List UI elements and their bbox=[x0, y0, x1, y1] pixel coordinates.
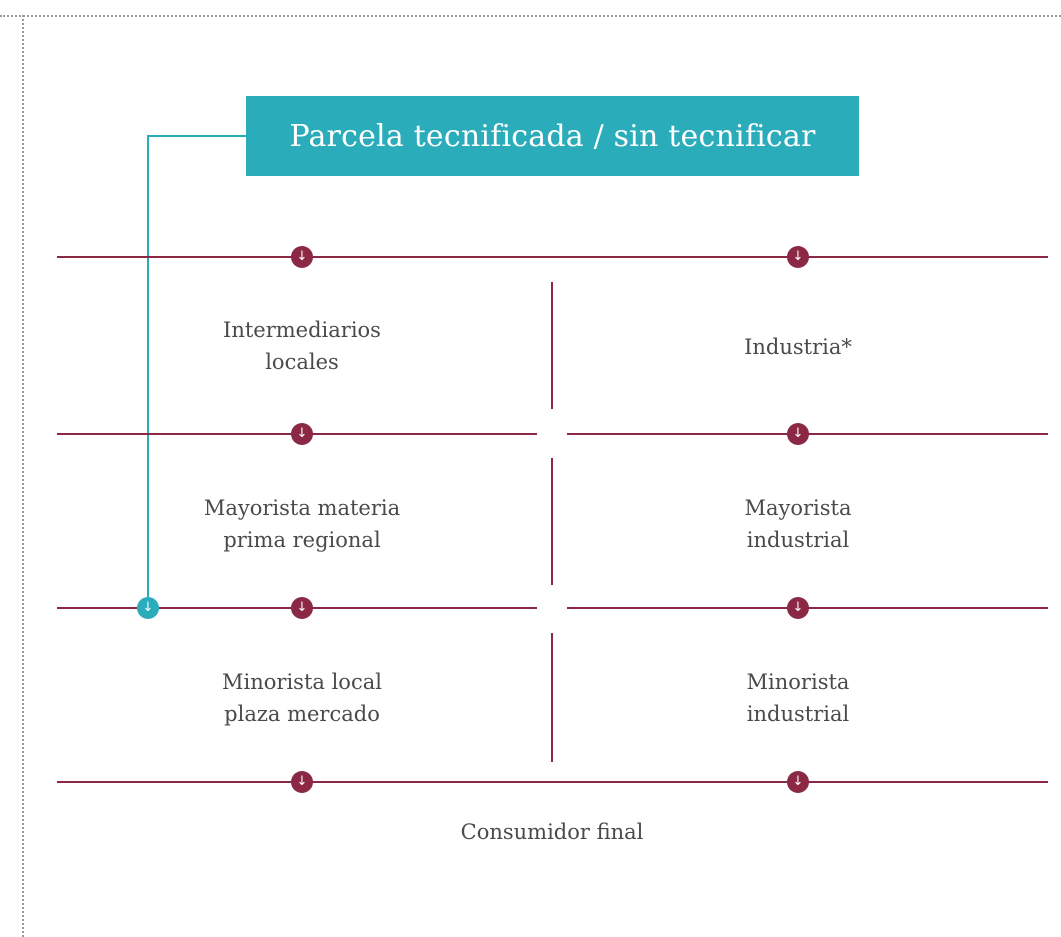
down-arrow-icon: ↓ bbox=[291, 423, 313, 445]
column-divider-2 bbox=[551, 458, 553, 585]
source-title-box: Parcela tecnificada / sin tecnificar bbox=[246, 96, 859, 176]
separator-line-1 bbox=[57, 256, 1048, 258]
down-arrow-icon: ↓ bbox=[291, 771, 313, 793]
source-title: Parcela tecnificada / sin tecnificar bbox=[289, 118, 816, 154]
node-industria: Industria* bbox=[744, 335, 852, 359]
column-divider-1 bbox=[551, 282, 553, 409]
frame-left-border bbox=[22, 15, 24, 937]
down-arrow-icon: ↓ bbox=[787, 423, 809, 445]
down-arrow-icon: ↓ bbox=[291, 597, 313, 619]
frame-top-border bbox=[0, 15, 1061, 17]
column-divider-3 bbox=[551, 633, 553, 762]
node-mayorista-materia-prima: Mayorista materia prima regional bbox=[203, 496, 401, 552]
down-arrow-icon: ↓ bbox=[787, 246, 809, 268]
down-arrow-icon: ↓ bbox=[787, 597, 809, 619]
node-intermediarios-locales: Intermediarios locales bbox=[223, 318, 381, 374]
node-minorista-local: Minorista local plaza mercado bbox=[222, 670, 382, 726]
node-minorista-industrial: Minorista industrial bbox=[746, 670, 850, 726]
bypass-arrow-icon: ↓ bbox=[137, 597, 159, 619]
bypass-connector-horizontal bbox=[147, 135, 246, 137]
down-arrow-icon: ↓ bbox=[291, 246, 313, 268]
down-arrow-icon: ↓ bbox=[787, 771, 809, 793]
node-consumidor-final: Consumidor final bbox=[460, 820, 644, 844]
bypass-connector-vertical bbox=[147, 135, 149, 599]
separator-line-4 bbox=[57, 781, 1048, 783]
node-mayorista-industrial: Mayorista industrial bbox=[744, 496, 852, 552]
